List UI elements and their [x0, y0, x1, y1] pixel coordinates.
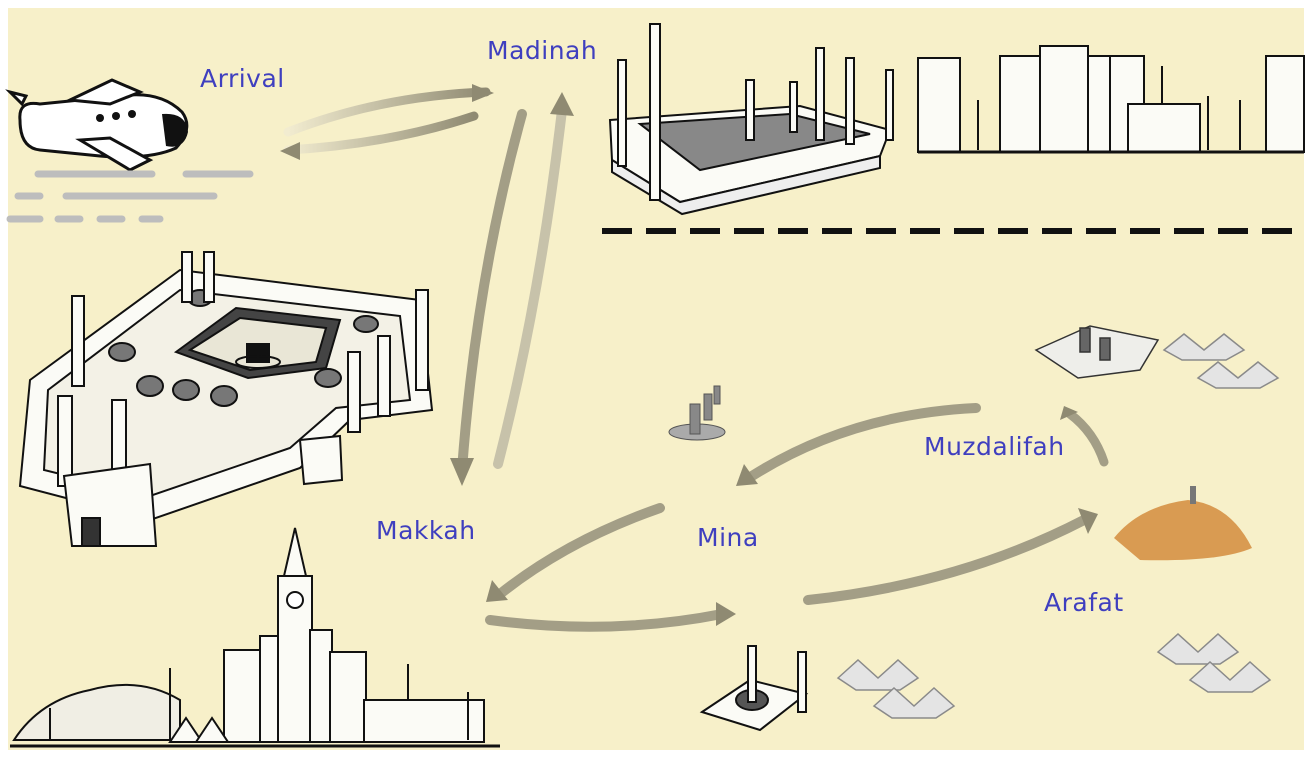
- label-madinah: Madinah: [487, 36, 598, 65]
- label-makkah: Makkah: [376, 516, 476, 545]
- route-arrows: [280, 84, 1109, 632]
- prophets-mosque-illustration: [608, 23, 894, 216]
- arrow-makkah-to-mina: [485, 609, 727, 632]
- muzdalifah-building-icon: [1034, 325, 1160, 379]
- jamarat-pillars-icon: [668, 385, 726, 441]
- arrow-muzdalifah-to-mina: [747, 403, 981, 481]
- label-arafat: Arafat: [1044, 588, 1124, 617]
- arrow-makkah-to-madinah: [493, 105, 567, 469]
- tent-cluster-icon: [836, 333, 1280, 719]
- mina-mosque-icon: [699, 645, 809, 732]
- madinah-skyline-illustration: [917, 45, 1305, 154]
- arrow-madinah-to-arrival: [283, 111, 479, 155]
- grand-mosque-makkah-illustration: [18, 251, 434, 547]
- arrow-mina-to-makkah: [495, 503, 665, 599]
- airplane-icon: [5, 78, 189, 172]
- arrow-mina-to-arafat: [803, 515, 1089, 605]
- label-mina: Mina: [697, 523, 759, 552]
- label-muzdalifah: Muzdalifah: [924, 432, 1065, 461]
- mount-arafat-icon: [1114, 486, 1252, 561]
- arrow-arafat-to-muzdalifah: [1065, 409, 1109, 467]
- arrow-arrival-to-madinah: [283, 87, 491, 137]
- arrow-madinah-to-makkah: [457, 109, 527, 475]
- clock-tower-skyline-illustration: [10, 527, 500, 748]
- label-arrival: Arrival: [200, 64, 285, 93]
- runway-marks: [6, 170, 254, 223]
